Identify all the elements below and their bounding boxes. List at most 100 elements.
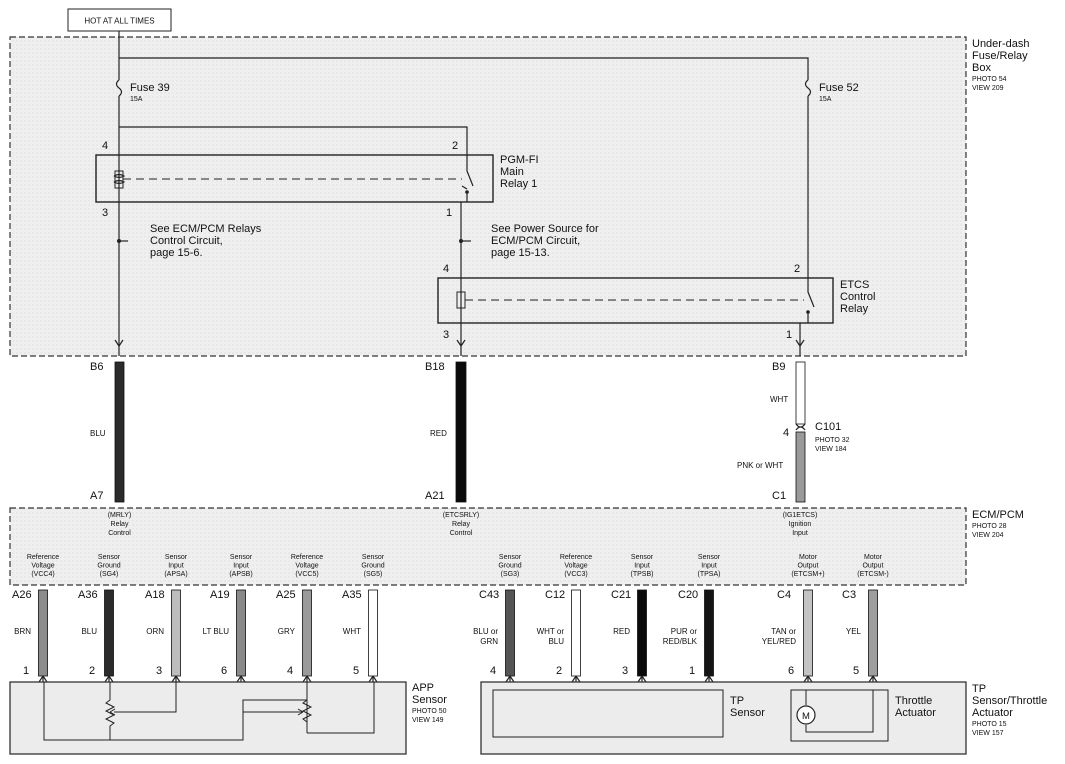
wire-segment [104, 589, 114, 677]
ecm-output-label: Voltage [31, 563, 54, 570]
svg-text:Sensor: Sensor [412, 694, 447, 706]
ecm-output-label: Input [701, 563, 717, 570]
wire-color-label: ORN [146, 627, 164, 636]
motor-icon [796, 705, 816, 725]
svg-text:A21: A21 [425, 490, 445, 502]
ecm-input-labels: (MRLY) Relay Control (ETCSRLY) Relay Con… [108, 512, 818, 537]
svg-text:Actuator: Actuator [972, 707, 1013, 719]
ecm-pin-label: C4 [777, 589, 791, 601]
c101-connector: 4 C101 PHOTO 32 VIEW 184 PNK or WHT C1 [737, 421, 850, 503]
wire-color-label: YEL/RED [762, 637, 796, 646]
svg-text:TP: TP [730, 695, 744, 707]
device-pin-label: 2 [556, 665, 562, 677]
terminal-arrow-icon [104, 675, 114, 683]
ecm-output-label: Sensor [499, 554, 522, 561]
svg-text:PGM-FI: PGM-FI [500, 154, 539, 166]
svg-text:Control: Control [108, 530, 131, 537]
ecm-pin-label: A19 [210, 589, 230, 601]
svg-text:1: 1 [786, 329, 792, 341]
svg-text:TP: TP [972, 683, 986, 695]
power-feed-wire [118, 31, 809, 80]
svg-text:ECM/PCM Circuit,: ECM/PCM Circuit, [491, 235, 580, 247]
ecm-output-label: Motor [864, 554, 883, 561]
ecm-pin-label: C21 [611, 589, 631, 601]
ecm-output-label: (VCC3) [564, 571, 587, 578]
device-pin-label: 1 [23, 665, 29, 677]
svg-text:Control Circuit,: Control Circuit, [150, 235, 223, 247]
tp-sensor: TP Sensor [492, 689, 765, 738]
wire-color-label: BRN [14, 627, 31, 636]
ecm-output-label: Reference [291, 554, 323, 561]
svg-text:Fuse 52: Fuse 52 [819, 82, 859, 94]
ecm-output-label: Output [797, 563, 818, 570]
ecm-output-labels: ReferenceVoltage(VCC4)SensorGround(SG4)S… [27, 554, 889, 578]
svg-text:page 15-13.: page 15-13. [491, 247, 550, 259]
svg-text:Box: Box [972, 62, 991, 74]
svg-text:4: 4 [783, 427, 789, 439]
ecm-output-label: Input [634, 563, 650, 570]
ecm-output-label: Input [233, 563, 249, 570]
svg-text:Sensor: Sensor [730, 707, 765, 719]
svg-text:Relay: Relay [452, 521, 470, 528]
terminal-arrow-icon [637, 675, 647, 683]
wire-segment [236, 589, 246, 677]
ecm-pin-label: C3 [842, 589, 856, 601]
svg-text:B9: B9 [772, 361, 785, 373]
svg-text:2: 2 [794, 263, 800, 275]
relays-reference-note: See ECM/PCM Relays Control Circuit, page… [150, 223, 262, 259]
ecm-pin-label: A25 [276, 589, 296, 601]
ecm-output-label: Reference [27, 554, 59, 561]
wire-color-label: GRN [480, 637, 498, 646]
wire-color-label: YEL [846, 627, 862, 636]
ecm-output-label: (VCC4) [31, 571, 54, 578]
device-pin-label: 4 [287, 665, 293, 677]
ecm-output-label: (APSB) [229, 571, 252, 578]
fuse-52: Fuse 52 15A [804, 79, 859, 103]
svg-text:Sensor/Throttle: Sensor/Throttle [972, 695, 1047, 707]
svg-text:PNK or WHT: PNK or WHT [737, 461, 783, 470]
terminal-arrow-icon [171, 675, 181, 683]
fuse-39: Fuse 39 15A [115, 79, 170, 103]
etcs-relay-output-wires [460, 323, 801, 356]
wire-segment [637, 589, 647, 677]
ecm-pin-label: A35 [342, 589, 362, 601]
svg-text:4: 4 [102, 140, 108, 152]
upper-wire-wht: B9 WHT [770, 339, 806, 425]
svg-text:Relay 1: Relay 1 [500, 178, 537, 190]
svg-text:B6: B6 [90, 361, 103, 373]
wire-segment [704, 589, 714, 677]
ecm-output-label: Sensor [230, 554, 253, 561]
svg-text:See ECM/PCM Relays: See ECM/PCM Relays [150, 223, 262, 235]
svg-text:PHOTO 32: PHOTO 32 [815, 437, 850, 444]
svg-text:PHOTO 28: PHOTO 28 [972, 523, 1007, 530]
svg-text:Input: Input [792, 530, 808, 537]
device-pin-label: 6 [788, 665, 794, 677]
ecm-output-label: Ground [498, 563, 521, 570]
ecm-pin-label: C12 [545, 589, 565, 601]
wire-segment [38, 589, 48, 677]
ecm-pin-label: A36 [78, 589, 98, 601]
wire-color-label: RED [613, 627, 630, 636]
svg-text:ETCS: ETCS [840, 279, 869, 291]
terminal-arrow-icon [704, 675, 714, 683]
svg-text:B18: B18 [425, 361, 445, 373]
svg-text:C101: C101 [815, 421, 841, 433]
svg-text:Fuse 39: Fuse 39 [130, 82, 170, 94]
wire-color-label: RED/BLK [663, 637, 698, 646]
terminal-arrow-icon [302, 675, 312, 683]
ecm-pin-label: A18 [145, 589, 165, 601]
ecm-output-label: (APSA) [164, 571, 187, 578]
svg-text:2: 2 [452, 140, 458, 152]
ecm-pin-label: A26 [12, 589, 32, 601]
wire-segment [868, 589, 878, 677]
wire-segment [302, 589, 312, 677]
